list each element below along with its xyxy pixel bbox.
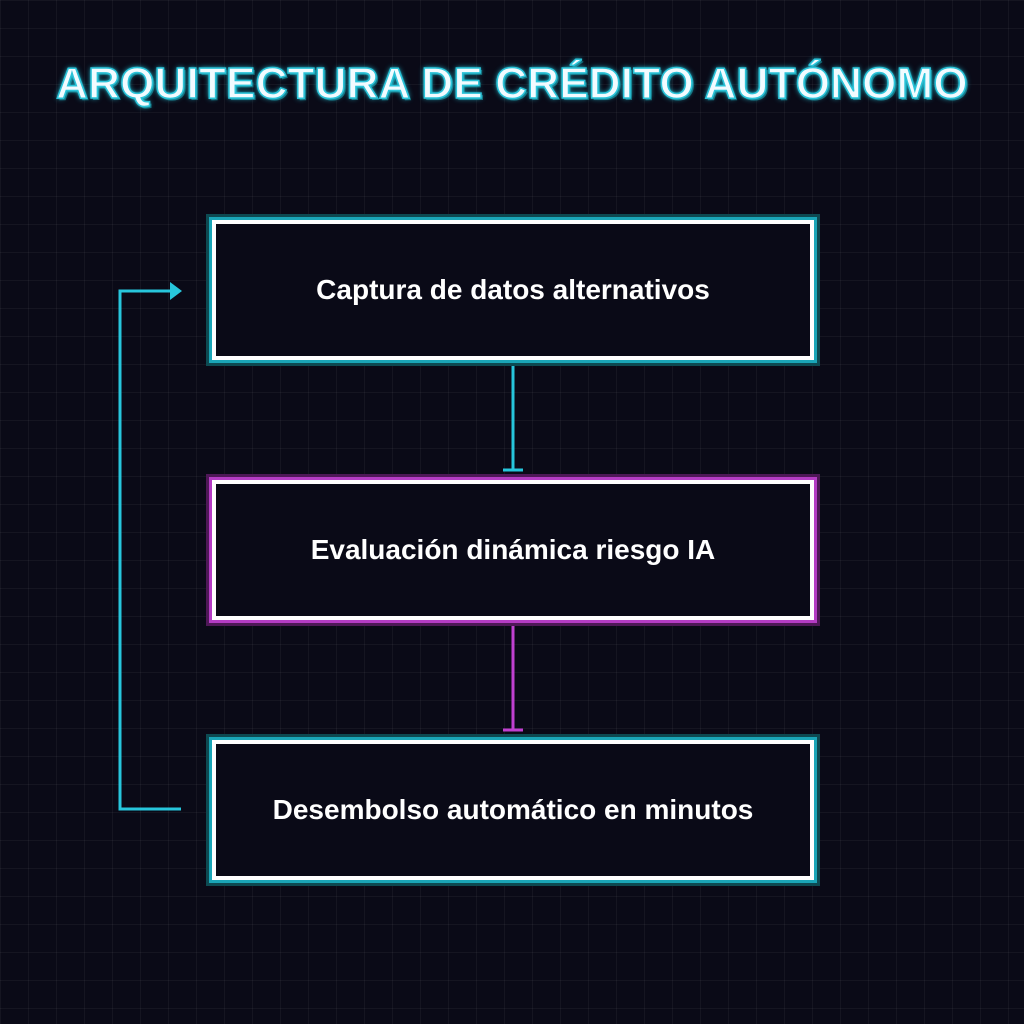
edge-evaluacion-to-desembolso [503, 622, 523, 732]
edge-feedback-loop [118, 282, 182, 811]
node-evaluacion: Evaluación dinámica riesgo IA [212, 480, 814, 620]
node-captura: Captura de datos alternativos [212, 220, 814, 360]
node-desembolso: Desembolso automático en minutos [212, 740, 814, 880]
arrowhead-icon [170, 282, 182, 300]
diagram-title: ARQUITECTURA DE CRÉDITO AUTÓNOMO [55, 58, 968, 109]
edge-captura-to-evaluacion [503, 362, 523, 472]
node-label: Evaluación dinámica riesgo IA [310, 534, 716, 565]
node-label: Desembolso automático en minutos [272, 794, 754, 825]
node-label: Captura de datos alternativos [316, 274, 710, 305]
